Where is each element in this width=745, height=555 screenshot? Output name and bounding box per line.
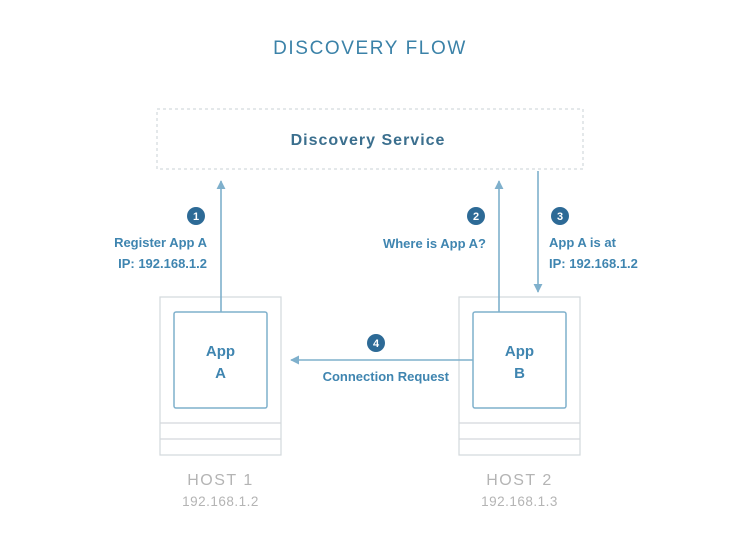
step-1-label-line2: IP: 192.168.1.2 — [118, 256, 207, 271]
step-2-label-line1: Where is App A? — [383, 236, 486, 251]
host-1-name: HOST 1 — [187, 472, 254, 489]
host-2-ip: 192.168.1.3 — [481, 494, 558, 509]
discovery-service-label: Discovery Service — [291, 132, 446, 149]
step-1-number: 1 — [193, 211, 199, 223]
app-b-label-line2: B — [514, 365, 525, 382]
step-4-number: 4 — [373, 338, 380, 350]
app-a-label-line2: A — [215, 365, 226, 382]
host-2: App B HOST 2 192.168.1.3 — [458, 296, 581, 509]
step-1-label-line1: Register App A — [114, 235, 208, 250]
step-3-number: 3 — [557, 211, 563, 223]
step-4-label-line1: Connection Request — [323, 369, 450, 384]
app-b-label-line1: App — [505, 343, 534, 360]
step-1-badge: 1 — [187, 207, 205, 225]
step-4-badge: 4 — [367, 334, 385, 352]
host-1-ip: 192.168.1.2 — [182, 494, 259, 509]
discovery-service-box: Discovery Service — [156, 108, 584, 170]
host-2-name: HOST 2 — [486, 472, 553, 489]
app-b-box — [472, 311, 567, 409]
step-3-badge: 3 — [551, 207, 569, 225]
step-2-badge: 2 — [467, 207, 485, 225]
step-3-label-line2: IP: 192.168.1.2 — [549, 256, 638, 271]
step-2-number: 2 — [473, 211, 479, 223]
host-1: App A HOST 1 192.168.1.2 — [159, 296, 282, 509]
app-a-box — [173, 311, 268, 409]
diagram-title: DISCOVERY FLOW — [273, 38, 467, 59]
app-a-label-line1: App — [206, 343, 235, 360]
step-3-label-line1: App A is at — [549, 235, 617, 250]
